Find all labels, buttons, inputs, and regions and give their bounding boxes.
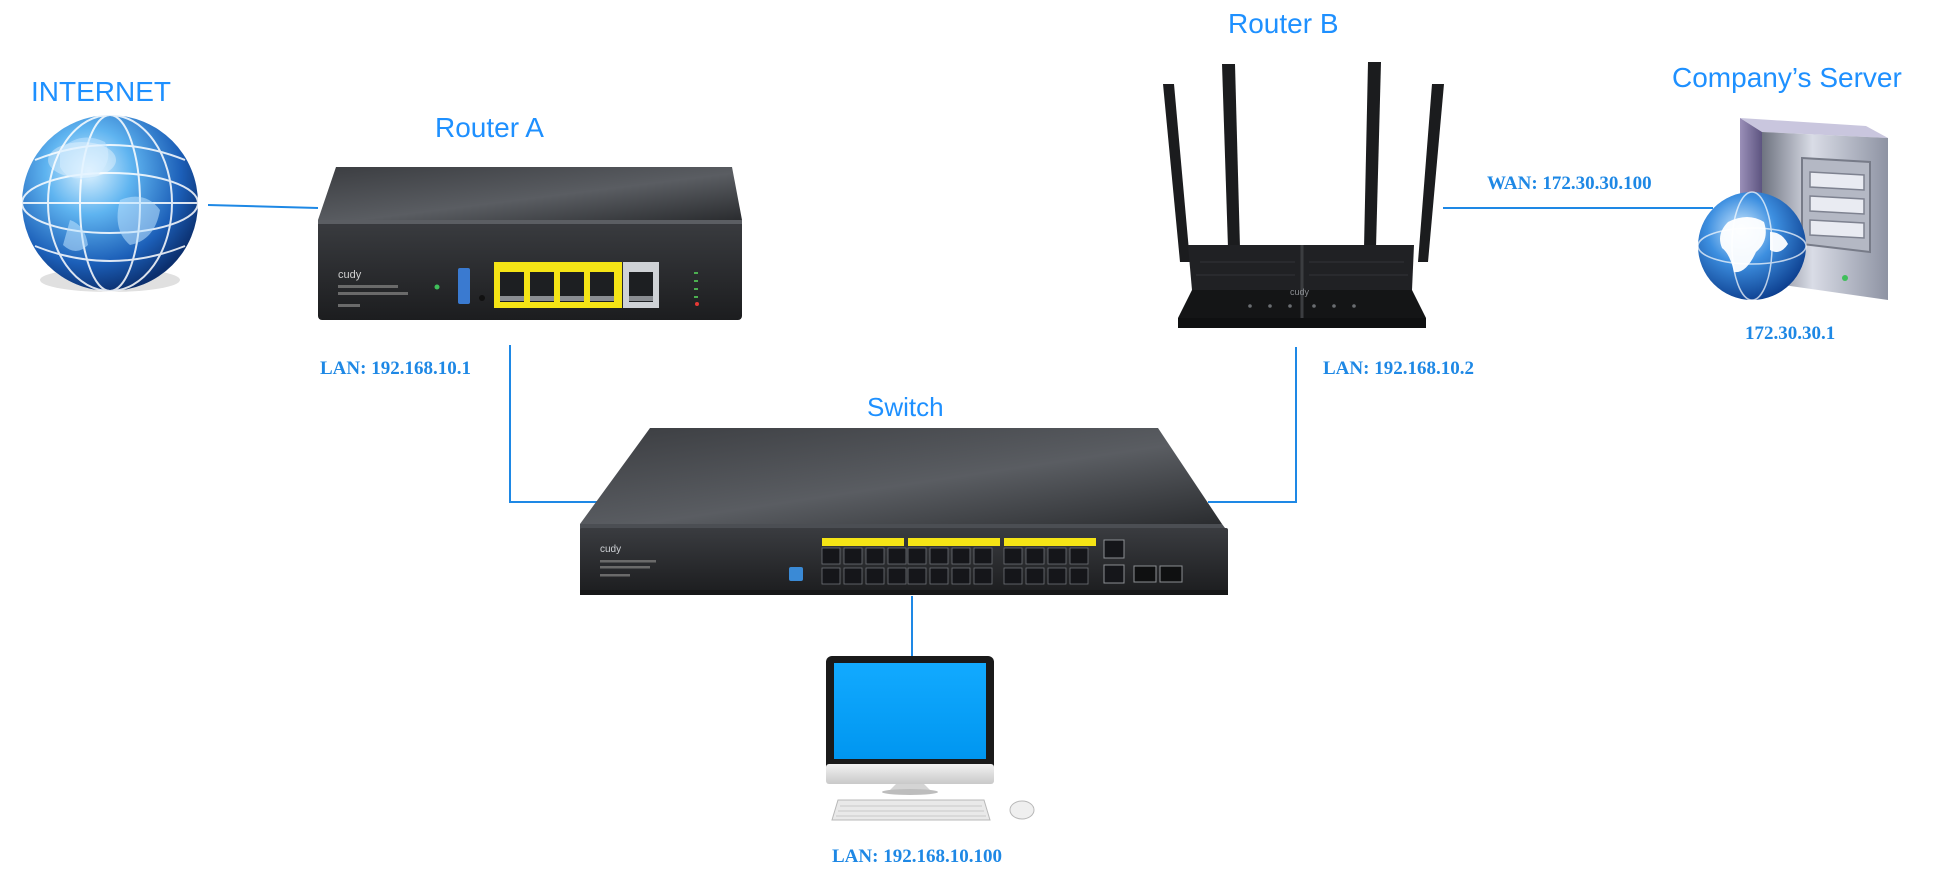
router-a-title: Router A — [435, 112, 544, 143]
link-router-b-switch — [1208, 347, 1297, 503]
switch-port — [973, 567, 993, 585]
switch-port — [887, 547, 907, 565]
switch-port — [843, 567, 863, 585]
link-router-a-switch — [509, 345, 600, 503]
link-internet-router-a — [207, 204, 319, 209]
switch-port — [1003, 547, 1023, 565]
switch-title: Switch — [867, 392, 944, 422]
switch-port — [951, 567, 971, 585]
switch-port — [1025, 567, 1045, 585]
router-b-wan-label: WAN: 172.30.30.100 — [1487, 173, 1652, 194]
switch-port — [907, 567, 927, 585]
internet-title: INTERNET — [31, 76, 171, 107]
server-icon — [1697, 118, 1888, 301]
switch-port — [1069, 547, 1089, 565]
switch-port — [1025, 547, 1045, 565]
switch-port — [1047, 567, 1067, 585]
switch-port — [821, 567, 841, 585]
globe-icon — [21, 114, 199, 292]
switch-port — [1069, 567, 1089, 585]
server-title: Company’s Server — [1672, 62, 1902, 93]
server-ip-label: 172.30.30.1 — [1745, 323, 1836, 344]
router-b-brand-label: cudy — [1290, 287, 1310, 297]
switch-port — [887, 567, 907, 585]
switch-port — [1047, 547, 1067, 565]
switch-port — [951, 547, 971, 565]
router-a-lan-label: LAN: 192.168.10.1 — [320, 358, 471, 379]
switch-port — [1003, 567, 1023, 585]
switch-brand-label: cudy — [600, 544, 621, 555]
switch-port — [929, 547, 949, 565]
router-a-brand-label: cudy — [338, 269, 362, 281]
router-b-device: cudy — [1163, 62, 1444, 328]
router-a-device: cudy — [318, 167, 742, 320]
switch-port — [865, 567, 885, 585]
switch-port — [821, 547, 841, 565]
switch-port — [973, 547, 993, 565]
router-b-lan-label: LAN: 192.168.10.2 — [1323, 358, 1474, 379]
switch-port — [843, 547, 863, 565]
switch-port — [865, 547, 885, 565]
connection-lines — [207, 204, 1713, 660]
pc-lan-label: LAN: 192.168.10.100 — [832, 846, 1002, 867]
switch-device: cudy — [580, 428, 1228, 595]
switch-port — [929, 567, 949, 585]
router-b-title: Router B — [1228, 8, 1339, 39]
switch-port — [907, 547, 927, 565]
desktop-computer-icon — [826, 656, 1035, 821]
